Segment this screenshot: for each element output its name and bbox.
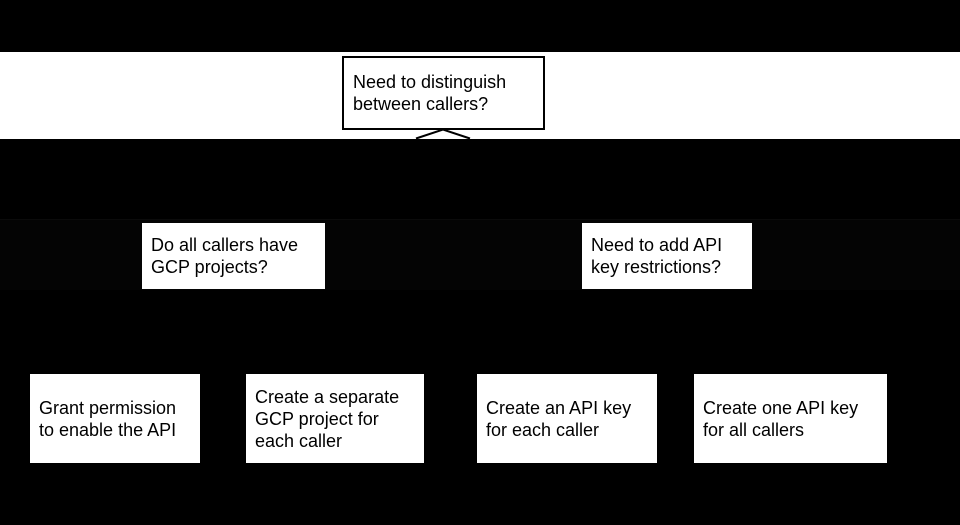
node-outcome-key-per-caller-label: Create an API key for each caller xyxy=(486,397,632,440)
node-outcome-key-per-caller: Create an API key for each caller xyxy=(477,374,657,463)
node-root-label: Need to distinguish between callers? xyxy=(353,72,507,114)
node-outcome-separate-project-label: Create a separate GCP project for each c… xyxy=(255,386,400,451)
node-root-question: Need to distinguish between callers? xyxy=(342,56,545,130)
branch-split-connector-icon xyxy=(415,128,471,140)
node-decision-key-restrictions: Need to add API key restrictions? xyxy=(582,223,752,289)
node-decision-gcp-projects-label: Do all callers have GCP projects? xyxy=(151,235,299,277)
node-outcome-one-key-label: Create one API key for all callers xyxy=(703,397,859,440)
node-decision-key-restrictions-label: Need to add API key restrictions? xyxy=(591,235,723,277)
node-outcome-grant-permission: Grant permission to enable the API xyxy=(30,374,200,463)
node-outcome-grant-permission-label: Grant permission to enable the API xyxy=(39,397,177,440)
node-decision-gcp-projects: Do all callers have GCP projects? xyxy=(142,223,325,289)
node-outcome-separate-project: Create a separate GCP project for each c… xyxy=(246,374,424,463)
node-outcome-one-key: Create one API key for all callers xyxy=(694,374,887,463)
